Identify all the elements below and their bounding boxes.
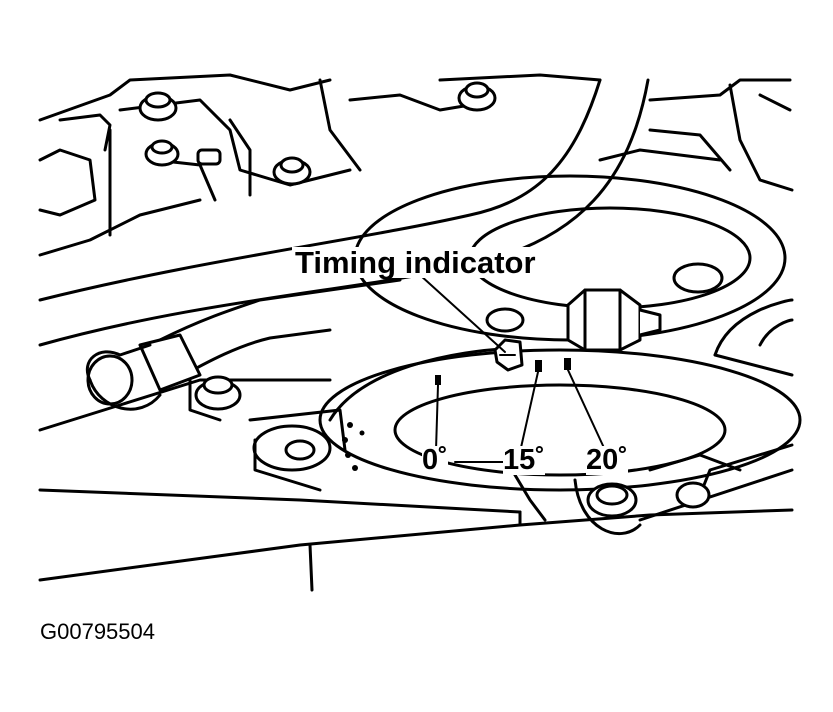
lower-left-bracket	[38, 375, 347, 492]
lower-frame	[38, 443, 794, 592]
lower-right-pulley	[713, 298, 794, 377]
figure-code: G00795504	[40, 619, 155, 644]
crank-bolt	[566, 288, 662, 352]
engine-block-upper-right	[598, 78, 794, 192]
mark-20-label: 20˚	[586, 444, 628, 476]
mark-0-label: 0˚	[422, 444, 448, 476]
timing-mark-20	[564, 358, 571, 370]
engine-block-upper-left	[38, 73, 602, 257]
timing-mark-15	[535, 360, 542, 372]
leader-lines	[419, 274, 606, 463]
timing-mark-0	[435, 375, 441, 385]
mark-15-label: 15˚	[503, 444, 545, 476]
crank-damper	[318, 346, 802, 492]
timing-pointer	[493, 338, 524, 372]
oil-pipe	[85, 278, 402, 411]
timing-indicator-label: Timing indicator	[292, 247, 539, 278]
